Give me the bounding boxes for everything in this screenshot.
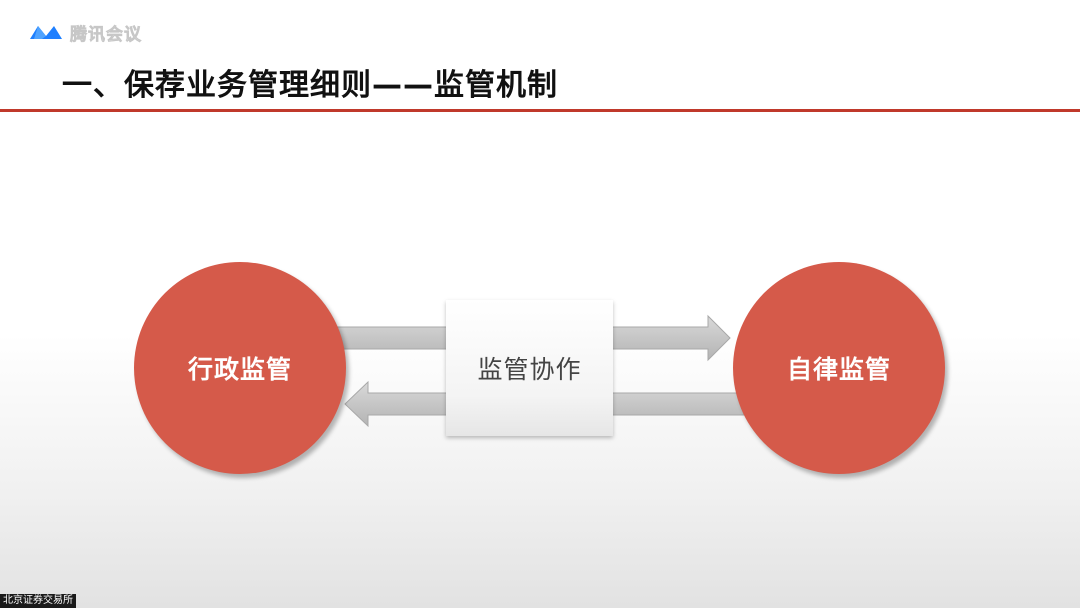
title-divider <box>0 109 1080 112</box>
node-label: 自律监管 <box>786 355 891 384</box>
node-label: 监管协作 <box>477 355 582 384</box>
administrative-supervision-node: 行政监管 <box>134 262 346 474</box>
node-label: 行政监管 <box>187 355 292 384</box>
watermark-text: 腾讯会议 <box>70 24 142 45</box>
tencent-meeting-logo-icon <box>30 26 62 39</box>
supervision-collaboration-node: 监管协作 <box>446 300 613 436</box>
self-regulatory-supervision-node: 自律监管 <box>733 262 945 474</box>
source-tag: 北京证券交易所 <box>0 594 76 608</box>
meeting-watermark: 腾讯会议 <box>28 20 142 45</box>
slide-title: 一、保荐业务管理细则——监管机制 <box>62 68 558 103</box>
